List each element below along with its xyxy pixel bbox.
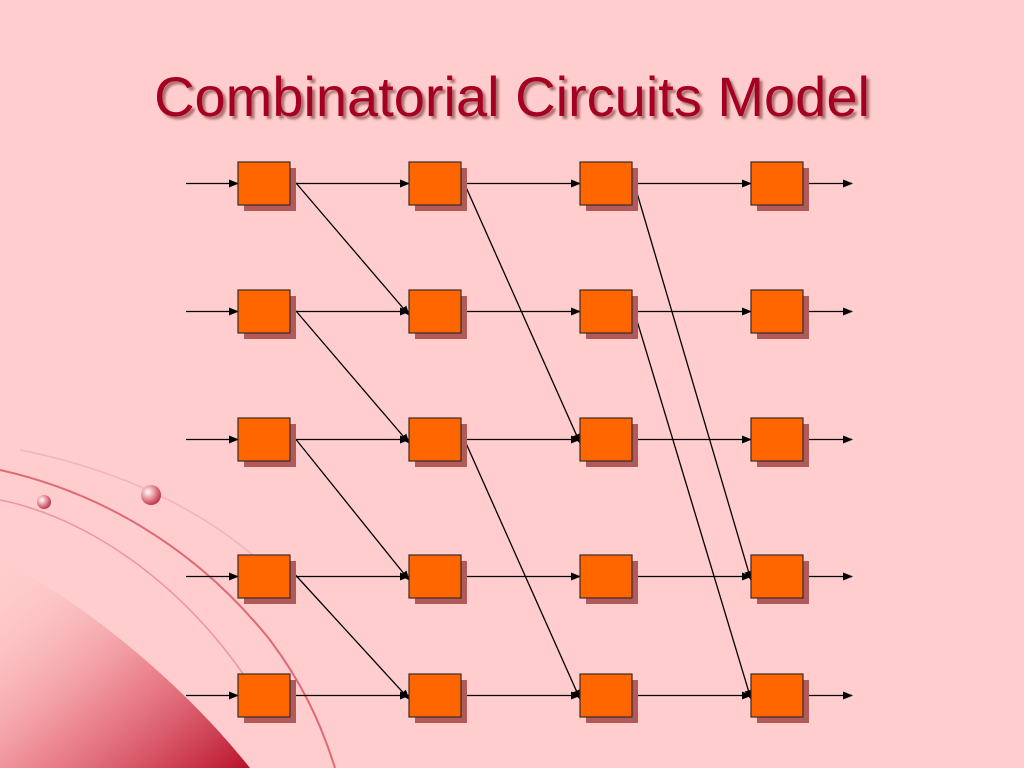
- connection-wire: [289, 431, 410, 581]
- circuit-node: [750, 673, 809, 723]
- circuit-node: [408, 417, 467, 467]
- swoosh-line: [0, 499, 261, 701]
- connection-wire: [289, 568, 410, 700]
- circuit-node: [237, 673, 296, 723]
- swoosh-line: [19, 449, 281, 581]
- circuit-node: [750, 417, 809, 467]
- circuit-node: [408, 289, 467, 339]
- node-box: [408, 673, 462, 718]
- circuit-node: [750, 554, 809, 604]
- circuit-node: [579, 417, 638, 467]
- circuit-node: [237, 161, 296, 211]
- connection-wire: [289, 303, 410, 444]
- swoosh-line: [0, 469, 336, 768]
- node-box: [408, 161, 462, 206]
- node-box: [750, 417, 804, 462]
- slide-title: Combinatorial Circuits Model: [154, 65, 870, 128]
- circuit-node: [750, 289, 809, 339]
- node-box: [237, 673, 291, 718]
- node-box: [408, 554, 462, 599]
- connection-wire: [460, 175, 581, 444]
- node-layer: [237, 161, 809, 723]
- node-box: [237, 161, 291, 206]
- node-box: [237, 289, 291, 334]
- circuit-node: [579, 161, 638, 211]
- circuit-node: [579, 554, 638, 604]
- node-box: [750, 554, 804, 599]
- node-box: [750, 673, 804, 718]
- connection-wire: [460, 431, 581, 700]
- connection-wire: [289, 175, 410, 316]
- node-box: [237, 417, 291, 462]
- node-box: [579, 289, 633, 334]
- circuit-node: [237, 289, 296, 339]
- circuit-node: [408, 161, 467, 211]
- circuit-node: [579, 673, 638, 723]
- circuit-node: [579, 289, 638, 339]
- node-box: [408, 289, 462, 334]
- wire-layer: [186, 175, 853, 700]
- node-box: [579, 161, 633, 206]
- swoosh-fill: [0, 560, 250, 768]
- decorative-ball: [141, 485, 161, 505]
- node-box: [579, 554, 633, 599]
- node-box: [579, 417, 633, 462]
- node-box: [750, 161, 804, 206]
- circuit-node: [408, 673, 467, 723]
- circuit-node: [750, 161, 809, 211]
- circuit-node: [237, 417, 296, 467]
- node-box: [237, 554, 291, 599]
- node-box: [750, 289, 804, 334]
- connection-wire: [631, 175, 753, 581]
- node-box: [579, 673, 633, 718]
- circuit-node: [408, 554, 467, 604]
- node-box: [408, 417, 462, 462]
- connection-wire: [631, 303, 753, 700]
- decorative-ball: [37, 495, 51, 509]
- circuit-node: [237, 554, 296, 604]
